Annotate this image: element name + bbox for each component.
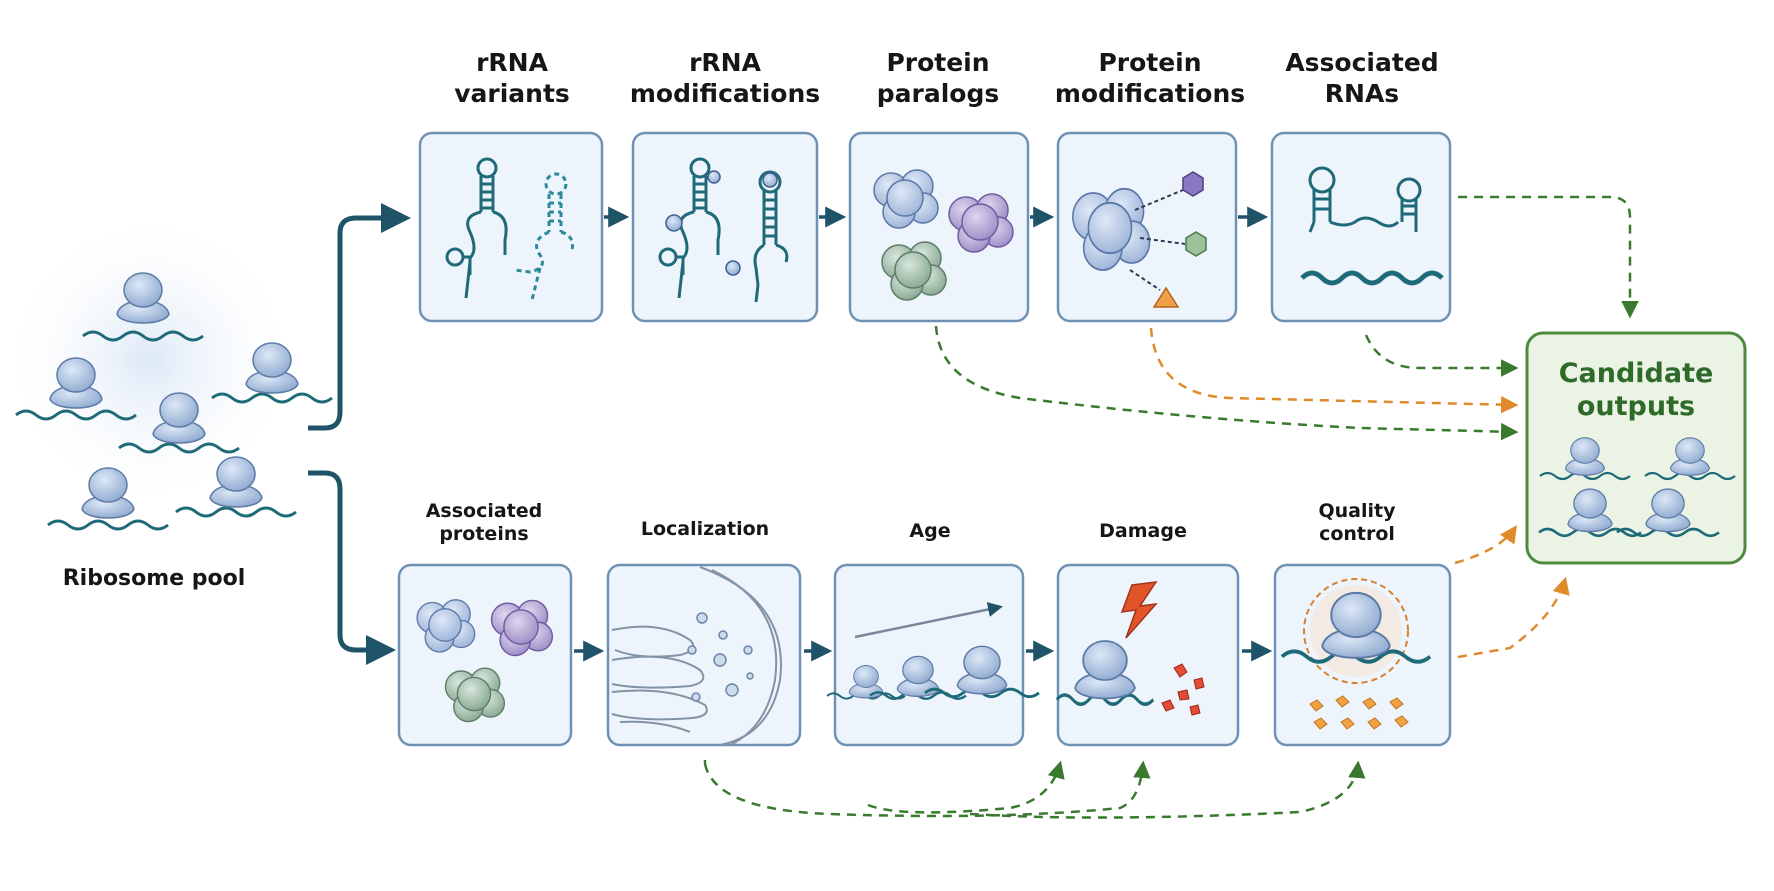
top-label-line: modifications <box>1054 78 1246 108</box>
bottom-label-line: Associated <box>425 500 543 522</box>
top-label-line: rRNA <box>689 48 761 77</box>
panel-candidate-outputs <box>1525 331 1747 565</box>
top-label-line: variants <box>454 78 570 108</box>
candidate-outputs-label: Candidate outputs <box>1559 358 1714 424</box>
bottom-label-line: Age <box>909 520 951 542</box>
modification-link-icon <box>1129 189 1186 291</box>
feedback-arrows-orange <box>1149 327 1570 659</box>
branch-arrow-bottom <box>308 470 396 665</box>
panel-associated-rnas <box>1270 131 1452 323</box>
bottom-label-line: proteins <box>439 523 529 546</box>
ribosome-pool-label: Ribosome pool <box>62 566 246 591</box>
bottom-label-line: Quality <box>1318 500 1396 522</box>
panel-age <box>826 563 1041 747</box>
modification-dot-icon <box>665 170 778 276</box>
branch-arrow-top <box>308 203 411 431</box>
bottom-label-line: control <box>1319 523 1395 546</box>
associated-rna-icon <box>1300 166 1444 286</box>
hexagon-mod-icon <box>1185 231 1207 257</box>
panel-damage <box>1054 563 1240 747</box>
bottom-label-localization: Localization <box>641 518 769 541</box>
rrna-hairpin-icon <box>445 157 508 299</box>
top-label-rrna-variants: rRNA variants <box>454 48 570 109</box>
panel-associated-proteins <box>397 563 573 747</box>
top-label-protein-modifications: Protein modifications <box>1055 48 1245 109</box>
top-label-line: paralogs <box>876 78 1000 108</box>
vesicle-dot-icon <box>687 612 754 702</box>
candidate-label-line: outputs <box>1576 390 1696 422</box>
bottom-label-damage: Damage <box>1099 520 1187 543</box>
bottom-label-associated-proteins: Associated proteins <box>426 500 543 546</box>
panel-rrna-variants <box>418 131 604 323</box>
top-label-line: Associated <box>1285 48 1439 77</box>
top-label-line: Protein <box>1098 48 1202 77</box>
pool-glow <box>0 210 300 510</box>
panel-quality-control <box>1273 563 1452 747</box>
lightning-icon <box>1120 581 1158 639</box>
bottom-label-age: Age <box>909 520 950 543</box>
top-label-line: modifications <box>629 78 821 108</box>
rrna-variant-dashed-icon <box>514 172 574 301</box>
top-label-line: Protein <box>886 48 990 77</box>
panel-rrna-modifications <box>631 131 819 323</box>
hexagon-mod-icon <box>1182 171 1204 197</box>
feedback-arrows-green <box>703 195 1639 819</box>
top-label-associated-rnas: Associated RNAs <box>1285 48 1438 109</box>
top-label-line: RNAs <box>1324 78 1400 108</box>
rrna-hairpin-icon <box>658 157 789 303</box>
age-arrow-icon <box>854 602 1003 639</box>
top-label-line: rRNA <box>476 48 548 77</box>
ribosome-pool <box>0 210 334 531</box>
top-label-rrna-modifications: rRNA modifications <box>630 48 820 109</box>
panel-protein-modifications <box>1056 131 1238 323</box>
fragment-icon <box>1161 663 1205 716</box>
bottom-label-quality-control: Quality control <box>1319 500 1396 546</box>
triangle-mod-icon <box>1152 286 1180 308</box>
panel-localization <box>606 563 802 747</box>
top-label-protein-paralogs: Protein paralogs <box>877 48 1000 109</box>
bottom-label-line: Damage <box>1099 520 1187 542</box>
degradation-fragment-icon <box>1309 695 1409 730</box>
panel-protein-paralogs <box>848 131 1030 323</box>
qc-target-ring-icon <box>1303 578 1409 684</box>
candidate-label-line: Candidate <box>1558 358 1714 389</box>
bottom-label-line: Localization <box>640 518 770 540</box>
